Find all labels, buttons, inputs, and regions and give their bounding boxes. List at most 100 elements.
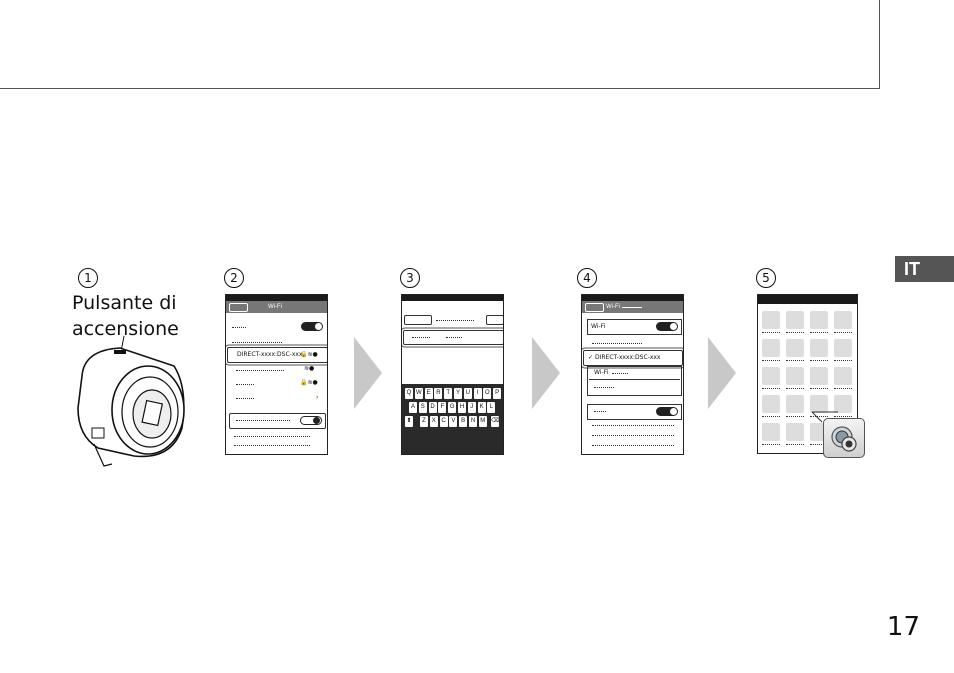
setting-row[interactable]: [587, 404, 682, 420]
section-label: [232, 342, 282, 343]
callout-pointer: [811, 411, 838, 423]
chevron-right-icon: ›: [316, 394, 319, 401]
app-icon[interactable]: [834, 339, 852, 357]
network-ssid: DIRECT-xxxx:DSC-xxx: [237, 351, 303, 358]
key-s[interactable]: S: [418, 402, 427, 413]
app-label: [810, 388, 828, 389]
back-button[interactable]: [229, 303, 248, 312]
key-t[interactable]: T: [444, 388, 453, 399]
step-1-number: 1: [78, 268, 98, 288]
network-row: [236, 398, 254, 399]
info-line: [234, 445, 310, 446]
toggle-off[interactable]: [300, 416, 322, 425]
app-label: [762, 332, 780, 333]
key-b[interactable]: B: [459, 416, 468, 427]
key-y[interactable]: Y: [454, 388, 462, 399]
connected-network-highlight[interactable]: ✓ DIRECT-xxxx:DSC-xxx: [583, 350, 683, 366]
key-x[interactable]: X: [429, 416, 438, 427]
wifi-toggle[interactable]: [301, 322, 323, 331]
app-icon[interactable]: [834, 311, 852, 329]
network-row: [236, 384, 254, 385]
app-label: [834, 388, 852, 389]
camera-lens-icon: [831, 426, 857, 452]
app-label: [762, 416, 780, 417]
key-v[interactable]: V: [449, 416, 458, 427]
app-icon[interactable]: [762, 311, 780, 329]
key-w[interactable]: W: [414, 388, 423, 399]
app-label: [762, 388, 780, 389]
step-5-number: 5: [756, 268, 776, 288]
app-label: [786, 444, 804, 445]
key-q[interactable]: Q: [405, 388, 413, 399]
key-u[interactable]: U: [463, 388, 472, 399]
info-line: [592, 445, 674, 446]
key-g[interactable]: G: [448, 402, 457, 413]
status-bar: [402, 295, 503, 301]
app-icon[interactable]: [762, 395, 780, 413]
key-n[interactable]: N: [469, 416, 477, 427]
app-icon[interactable]: [786, 367, 804, 385]
wifi-toggle[interactable]: [656, 322, 678, 331]
key-f[interactable]: F: [438, 402, 447, 413]
app-icon[interactable]: [786, 395, 804, 413]
connected-ssid: DIRECT-xxxx:DSC-xxx: [595, 354, 661, 361]
app-label: [810, 360, 828, 361]
app-label: [834, 360, 852, 361]
info-line: [592, 425, 674, 426]
wifi-row[interactable]: Wi-Fi: [587, 319, 682, 335]
app-icon[interactable]: [834, 395, 852, 413]
key-l[interactable]: L: [487, 402, 496, 413]
page-number: 17: [886, 612, 920, 642]
key-k[interactable]: K: [477, 402, 486, 413]
key-r[interactable]: R: [434, 388, 443, 399]
dialog-title: [436, 320, 474, 321]
app-label: [810, 444, 828, 445]
title-bar: Wi-Fi: [582, 301, 683, 313]
step-4-phone: Wi-Fi Wi-Fi ✓ DIRECT-xxxx:DSC-xxx Wi-Fi: [581, 294, 684, 455]
cancel-button[interactable]: [404, 315, 432, 325]
app-icon[interactable]: [810, 311, 828, 329]
app-icon[interactable]: [834, 367, 852, 385]
app-icon[interactable]: [762, 367, 780, 385]
language-tab: IT: [895, 256, 954, 282]
setting-row[interactable]: [229, 413, 326, 429]
delete-key-icon[interactable]: ⌫: [491, 416, 499, 427]
key-e[interactable]: E: [424, 388, 433, 399]
network-highlight[interactable]: DIRECT-xxxx:DSC-xxx 🔒≋●: [227, 347, 327, 363]
step-1-caption: Pulsante di accensione: [72, 290, 179, 342]
key-m[interactable]: M: [478, 416, 487, 427]
app-icon[interactable]: [786, 311, 804, 329]
wifi-icon: ≋●: [304, 365, 315, 372]
back-button[interactable]: [585, 303, 604, 312]
app-label: [834, 332, 852, 333]
toggle-on[interactable]: [656, 407, 678, 416]
key-h[interactable]: H: [458, 402, 466, 413]
app-icon[interactable]: [810, 367, 828, 385]
key-a[interactable]: A: [409, 402, 417, 413]
section-label: [592, 343, 642, 344]
join-button[interactable]: [486, 315, 503, 325]
key-j[interactable]: J: [467, 402, 476, 413]
key-p[interactable]: P: [493, 388, 502, 399]
app-label: [810, 332, 828, 333]
wifi-sub-box: Wi-Fi: [587, 366, 682, 396]
key-d[interactable]: D: [428, 402, 437, 413]
key-o[interactable]: O: [483, 388, 492, 399]
lock-wifi-icon: 🔒≋●: [300, 351, 318, 358]
app-label: [762, 444, 780, 445]
app-icon[interactable]: [762, 339, 780, 357]
info-line: [234, 436, 310, 437]
password-field[interactable]: [403, 330, 503, 345]
app-icon[interactable]: [786, 423, 804, 441]
app-icon[interactable]: [762, 423, 780, 441]
shift-key-icon[interactable]: ⬆: [405, 416, 413, 427]
key-i[interactable]: I: [473, 388, 482, 399]
key-z[interactable]: Z: [420, 416, 428, 427]
arrow-right-icon: [708, 337, 736, 409]
app-icon[interactable]: [810, 339, 828, 357]
playmemories-app-icon[interactable]: [823, 418, 865, 458]
key-c[interactable]: C: [439, 416, 448, 427]
app-icon[interactable]: [810, 395, 828, 413]
app-icon[interactable]: [786, 339, 804, 357]
